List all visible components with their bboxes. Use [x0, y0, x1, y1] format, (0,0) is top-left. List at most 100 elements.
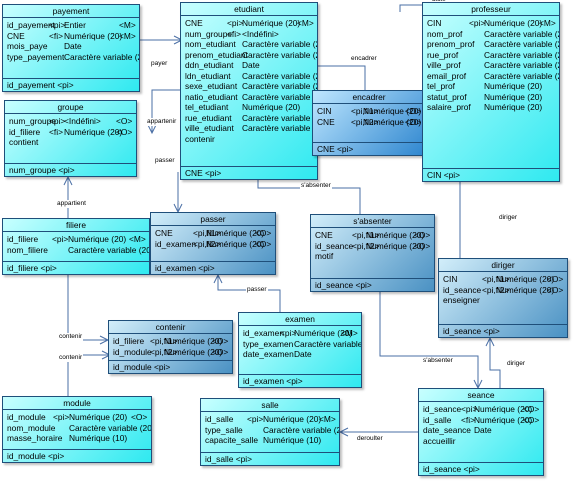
attribute-name: contient [9, 137, 39, 147]
attribute-name: CIN [317, 106, 332, 116]
attribute-name: id_filiere [113, 336, 145, 346]
attribute-type: Numérique (20) [484, 18, 543, 28]
entity-title: module [3, 397, 151, 410]
attribute-type: Numérique (20) [64, 30, 123, 41]
attribute-key: <fi> [461, 414, 475, 425]
line-sabsenter-seance [379, 292, 479, 388]
attribute-key: <fi> [49, 30, 63, 41]
entity-title: seance [419, 389, 543, 402]
rel-label-sabsenter: s'absenter [300, 182, 332, 190]
attribute-type: Numérique (10) [263, 435, 322, 445]
attribute-name: id_filiere [7, 234, 39, 244]
attribute-key: <pi> [52, 234, 69, 244]
entity-title: etudiant [181, 3, 317, 16]
attribute-name: tel_etudiant [185, 102, 229, 112]
attribute-name: date_examen [243, 349, 294, 359]
entity-identifier: id_examen <pi> [239, 374, 361, 387]
entity-title: encadrer [313, 91, 425, 104]
attribute-row: motif [311, 251, 434, 262]
attribute-type: Caractère variable (20) [263, 424, 339, 435]
attribute-type: Caractère variable (20) [242, 81, 317, 91]
attribute-type: Numérique (20) [242, 18, 301, 28]
attribute-name: motif [315, 251, 334, 261]
entity-title: filiere [3, 219, 149, 232]
attribute-type: Caractère variable (20) [242, 91, 317, 102]
entity-identifier: id_module <pi> [109, 360, 232, 373]
attribute-name: rue_etudiant [185, 112, 232, 123]
entity-identifier: CNE <pi> [181, 166, 317, 179]
attribute-type: Caractère variable (20) [242, 123, 317, 133]
attribute-name: tel_prof [427, 81, 455, 91]
attribute-key: <pi,fi2> [351, 116, 379, 127]
attribute-name: id_seance [315, 240, 354, 251]
attribute-type: Caractère variable (20) [68, 244, 150, 255]
entity-title: salle [201, 399, 339, 412]
attribute-constraint: <M> [319, 414, 336, 424]
attribute-row: contenir [181, 134, 317, 145]
rel-label-sabsenter-seance: s'absenter [422, 357, 454, 365]
attribute-constraint: <O> [255, 238, 272, 249]
attribute-name: CNE [317, 116, 335, 127]
attribute-row: contient [5, 137, 136, 148]
attribute-type: Numérique (20) [64, 126, 123, 137]
attribute-name: contenir [185, 133, 215, 144]
attribute-key: <pi,fi2> [150, 346, 178, 357]
attribute-constraint: <O> [116, 126, 133, 137]
rel-label-diriger-seance: diriger [506, 360, 527, 368]
attribute-type: Numérique (20) [484, 102, 543, 112]
attribute-type: Numérique (20) [206, 238, 265, 249]
attribute-name: id_module [113, 346, 152, 357]
attribute-name: CNE [315, 230, 333, 240]
attribute-name: prenom_prof [427, 39, 475, 49]
attribute-row: natio_etudiant Caractère variable (20) [181, 92, 317, 103]
attribute-type: Numérique (20) [484, 81, 543, 91]
entity-title: diriger [439, 259, 567, 272]
attribute-name: id_salle [205, 414, 234, 424]
attribute-row: enseigner [439, 295, 567, 306]
attribute-name: natio_etudiant [185, 91, 238, 102]
entity-title: payement [3, 5, 139, 18]
entity-identifier: id_payement <pi> [3, 78, 139, 91]
attribute-key: <pi,fi2> [193, 238, 221, 249]
crowfoot-salle [338, 427, 349, 437]
attribute-name: sexe_etudiant [185, 81, 238, 91]
attribute-type: Numérique (20) [69, 412, 128, 422]
line-contenir-filiere [67, 275, 108, 341]
attribute-type: Numérique (20) [496, 284, 555, 295]
attribute-type: Caractère variable (20) [242, 112, 317, 123]
attribute-name: CIN [427, 18, 442, 28]
attribute-name: nom_prof [427, 28, 463, 39]
attribute-name: type_payement [7, 51, 65, 62]
attribute-type: Caractère variable (20) [242, 39, 317, 49]
attribute-name: nom_module [7, 422, 56, 433]
attribute-type: Caractère variable (20) [242, 49, 317, 60]
attribute-key: <pi,fi1> [482, 274, 510, 284]
